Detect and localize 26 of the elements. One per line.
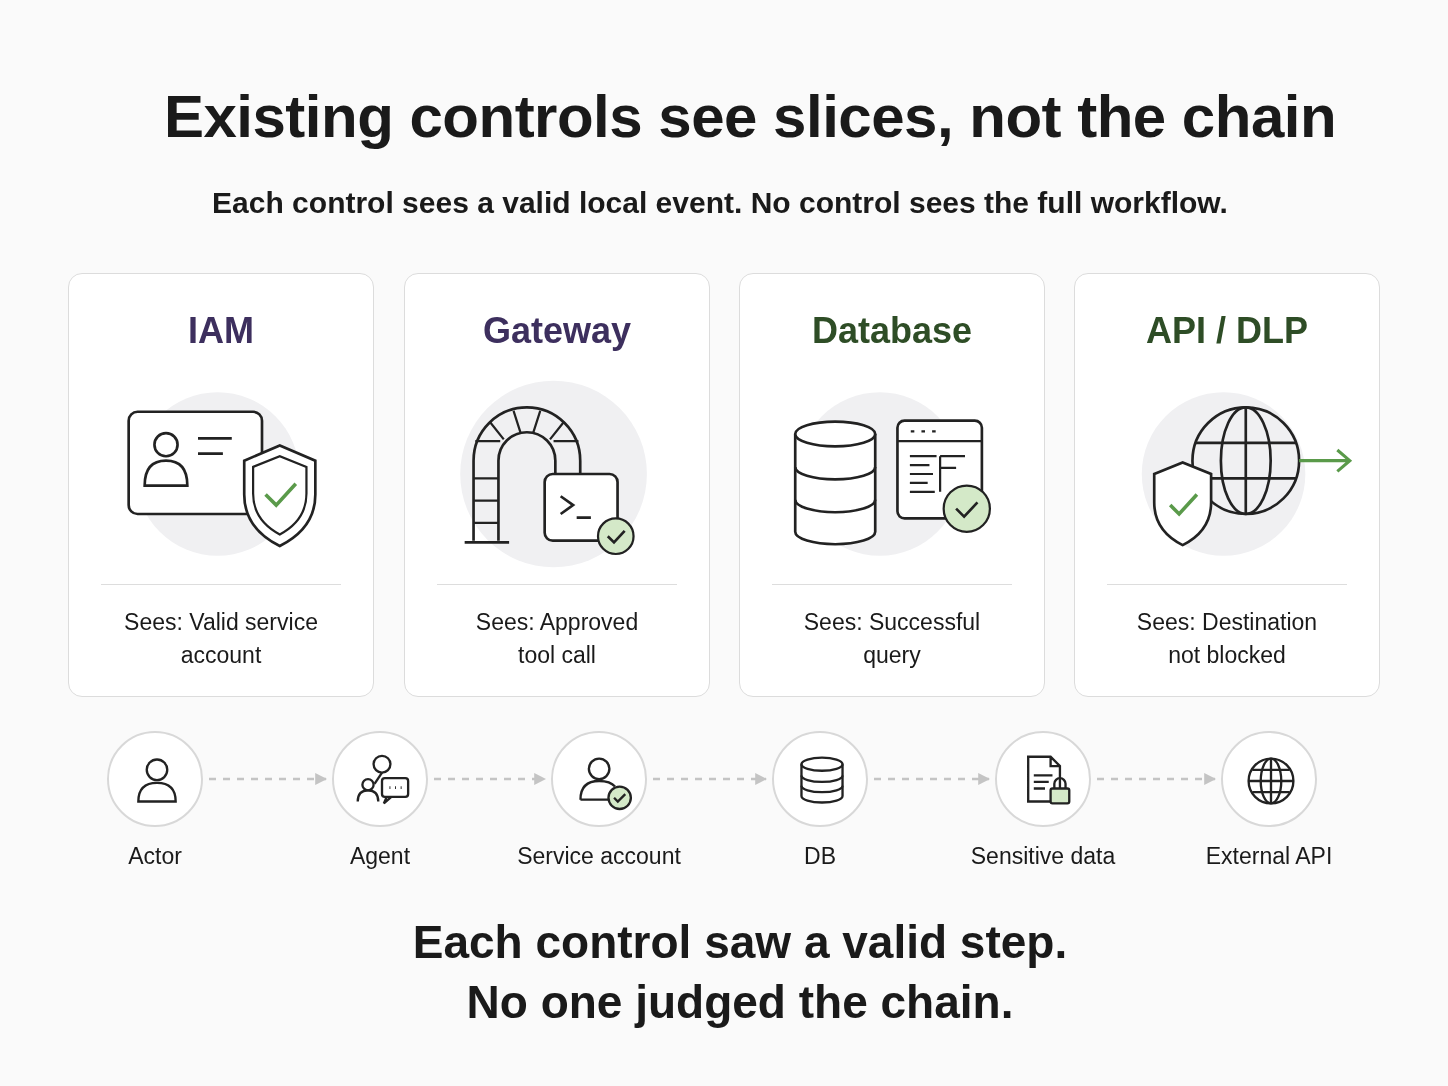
card-description: Sees: Successful query (802, 608, 982, 670)
card-description: Sees: Approved tool call (474, 608, 640, 670)
control-card (1074, 273, 1380, 697)
control-card (68, 273, 374, 697)
step-label: Service account (516, 843, 682, 870)
step-label: Agent (348, 843, 412, 870)
dashed-arrow (874, 773, 991, 785)
dashed-arrow (653, 773, 768, 785)
title: Existing controls see slices, not the chain (162, 82, 1338, 151)
step-label: Sensitive data (969, 843, 1117, 870)
card-heading: IAM (187, 310, 255, 352)
dashed-arrow (1097, 773, 1217, 785)
card-heading: Database (810, 310, 974, 352)
card-description: Sees: Valid service account (123, 608, 319, 670)
step-label: External API (1204, 843, 1334, 870)
dashed-arrow (209, 773, 328, 785)
caption: Each control saw a valid step. No one judged the chain. (411, 915, 1069, 1030)
subtitle: Each control sees a valid local event. No control sees the full workflow. (211, 186, 1229, 220)
step-label: Actor (127, 843, 183, 870)
card-heading: API / DLP (1145, 310, 1309, 352)
control-card (404, 273, 710, 697)
card-description: Sees: Destination not blocked (1135, 608, 1319, 670)
step-label: DB (803, 843, 837, 870)
dashed-arrow (434, 773, 547, 785)
control-card (739, 273, 1045, 697)
card-heading: Gateway (481, 310, 633, 352)
